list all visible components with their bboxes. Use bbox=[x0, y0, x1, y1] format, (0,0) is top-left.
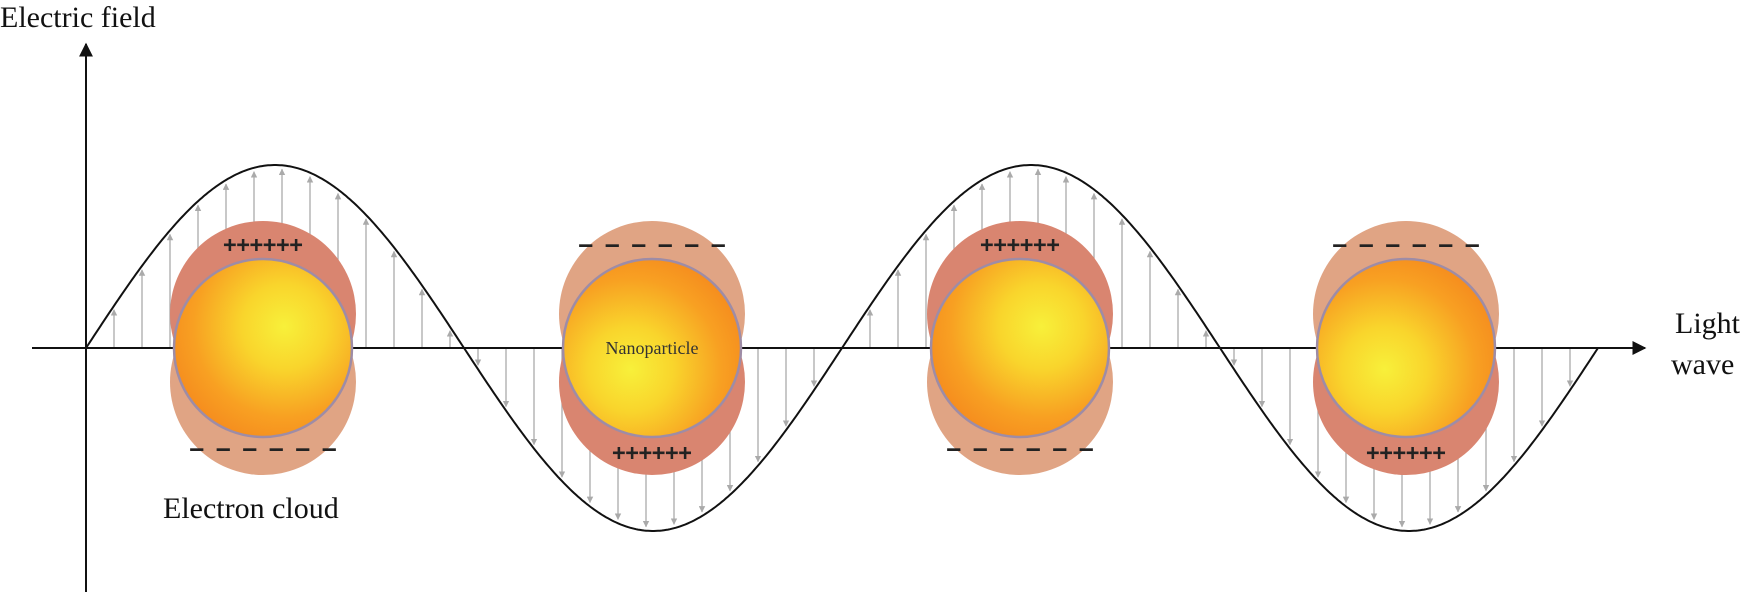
y-axis-label: Electric field bbox=[0, 1, 156, 34]
particle-1: ++++++ – – – – – – bbox=[170, 221, 356, 475]
top-charge-label: – – – – – – bbox=[579, 233, 725, 258]
nanoparticle-core bbox=[1315, 257, 1497, 439]
nanoparticle-core bbox=[929, 257, 1111, 439]
particle-2: – – – – – – ++++++ Nanoparticle bbox=[559, 221, 745, 475]
particle-3: ++++++ – – – – – – bbox=[927, 221, 1113, 475]
nanoparticle-core bbox=[561, 257, 743, 439]
x-axis-label-line1: Light bbox=[1675, 307, 1741, 340]
top-charge-label: ++++++ bbox=[980, 233, 1059, 258]
nanoparticle-core bbox=[172, 257, 354, 439]
top-charge-label: ++++++ bbox=[223, 233, 302, 258]
particle-4: – – – – – – ++++++ bbox=[1313, 221, 1499, 475]
nanoparticle-label: Nanoparticle bbox=[606, 338, 699, 358]
bottom-charge-label: ++++++ bbox=[612, 441, 691, 466]
x-axis-label-line2: wave bbox=[1671, 348, 1734, 381]
bottom-charge-label: ++++++ bbox=[1366, 441, 1445, 466]
electron-cloud-label: Electron cloud bbox=[163, 492, 339, 525]
bottom-charge-label: – – – – – – bbox=[190, 437, 336, 462]
top-charge-label: – – – – – – bbox=[1333, 233, 1479, 258]
bottom-charge-label: – – – – – – bbox=[947, 437, 1093, 462]
